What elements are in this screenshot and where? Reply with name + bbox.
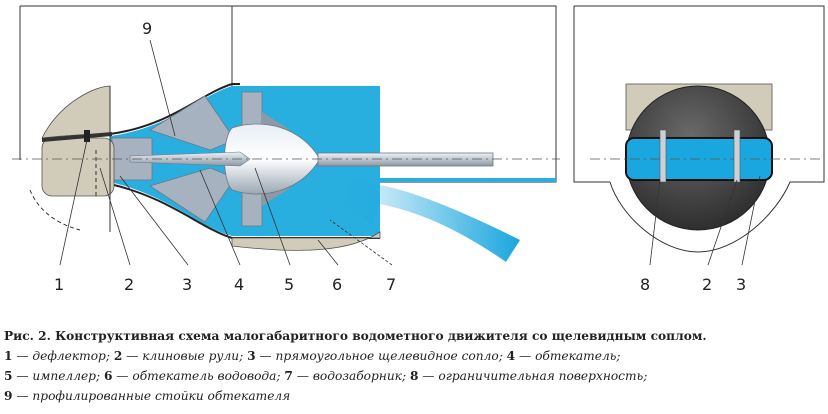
legend-num: 5: [4, 369, 13, 383]
wedge-rudder: [41, 137, 115, 197]
label-9: 9: [142, 19, 152, 38]
legend-text: — обтекатель;: [515, 349, 621, 363]
label-3: 3: [182, 275, 192, 294]
caption-title: Рис. 2. Конструктивная схема малогабарит…: [4, 329, 707, 343]
legend-text: — обтекатель водовода;: [112, 369, 285, 383]
label-4: 4: [234, 275, 244, 294]
label-5: 5: [284, 275, 294, 294]
figure: 1 2 3 4 5 6 7 9 8 2 3: [12, 5, 825, 294]
label-2-right: 2: [702, 275, 712, 294]
caption-line-1: 1 — дефлектор; 2 — клиновые рули; 3 — пр…: [4, 346, 824, 366]
inflow-arrow: [332, 181, 520, 262]
legend-num: 2: [113, 349, 123, 363]
figure-caption: Рис. 2. Конструктивная схема малогабарит…: [4, 326, 824, 406]
legend-num: 1: [4, 349, 13, 363]
label-3-right: 3: [736, 275, 746, 294]
legend-text: — прямоугольное щелевидное сопло;: [255, 349, 507, 363]
deflector: [41, 85, 111, 139]
propulsor-diagram: 1 2 3 4 5 6 7 9 8 2 3: [12, 5, 825, 294]
legend-text: — импеллер;: [12, 369, 104, 383]
legend-text: — дефлектор;: [12, 349, 114, 363]
label-1: 1: [54, 275, 64, 294]
legend-num: 9: [4, 389, 13, 403]
legend-num: 7: [284, 369, 293, 383]
legend-text: — клиновые рули;: [122, 349, 248, 363]
label-6: 6: [332, 275, 342, 294]
label-8: 8: [640, 275, 650, 294]
legend-num: 8: [409, 369, 419, 383]
caption-line-3: 9 — профилированные стойки обтекателя: [4, 386, 824, 406]
front-view-labels: 8 2 3: [640, 275, 746, 294]
legend-num: 6: [103, 369, 113, 383]
label-7: 7: [386, 275, 396, 294]
label-2: 2: [124, 275, 134, 294]
legend-num: 4: [506, 349, 516, 363]
side-view: 1 2 3 4 5 6 7 9: [12, 5, 560, 294]
front-view: 8 2 3: [573, 5, 825, 294]
legend-text: — ограничительная поверхность;: [418, 369, 648, 383]
shaft: [317, 152, 494, 167]
legend-text: — профилированные стойки обтекателя: [12, 389, 291, 403]
legend-text: — водозаборник;: [292, 369, 410, 383]
duct-fairing: [231, 231, 381, 251]
caption-line-2: 5 — импеллер; 6 — обтекатель водовода; 7…: [4, 366, 824, 386]
side-view-labels: 1 2 3 4 5 6 7 9: [54, 19, 396, 294]
legend-num: 3: [247, 349, 256, 363]
